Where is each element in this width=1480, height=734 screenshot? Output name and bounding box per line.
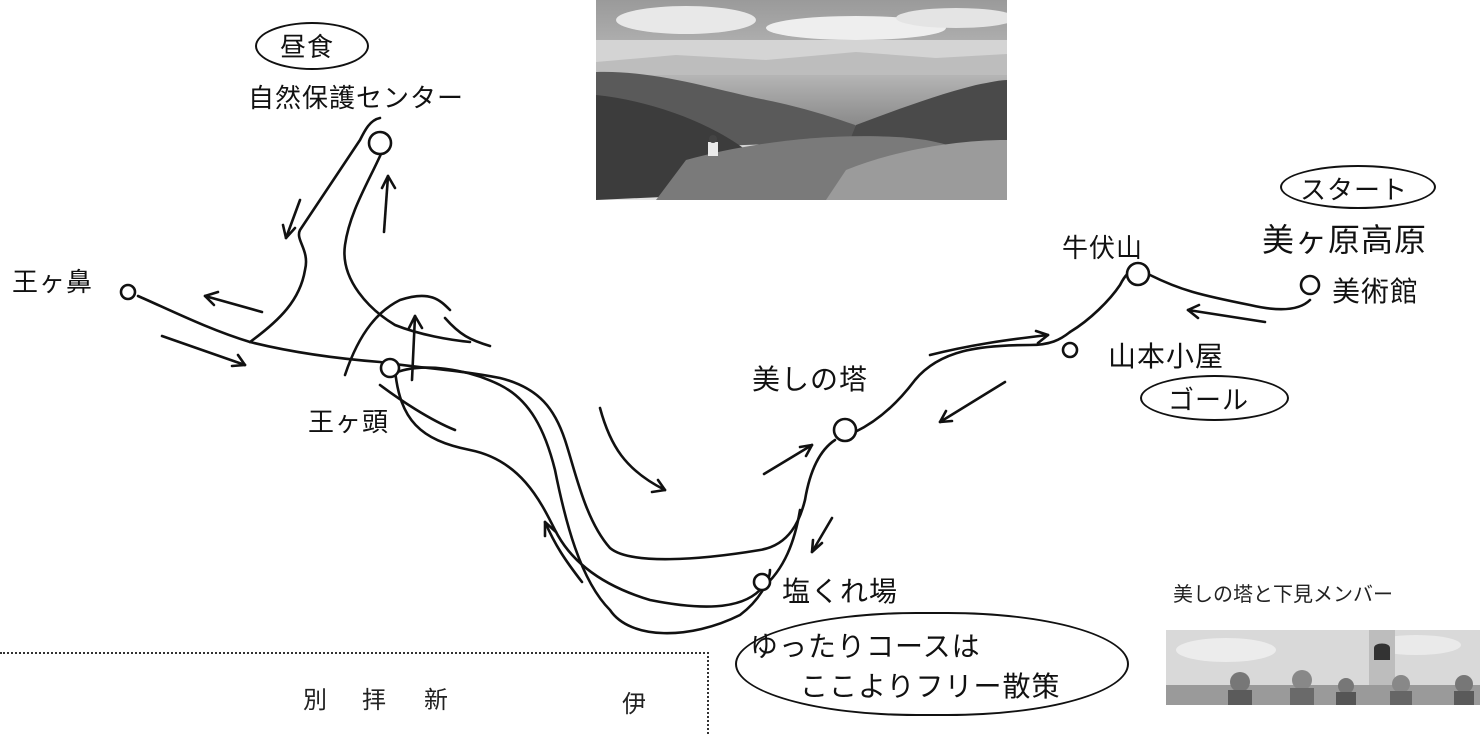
- trail-ushibuse-to-museum: [1148, 273, 1312, 311]
- notice-char-1: 別: [303, 686, 327, 714]
- shiokureba-label: 塩くれ場: [782, 575, 899, 608]
- ougatou-label: 王ヶ頭: [308, 408, 390, 438]
- trail-ougatou-branch: [343, 294, 452, 377]
- arrow-7: [598, 406, 667, 492]
- goal-bubble: [1140, 375, 1289, 421]
- notice-box: [0, 652, 709, 734]
- node-ougahana: [119, 283, 137, 301]
- arrow-5: [410, 314, 417, 382]
- lunch-tag: 昼食: [280, 33, 335, 63]
- arrow-8: [543, 520, 584, 584]
- arrow-4: [160, 334, 247, 367]
- ushibuse-label: 牛伏山: [1062, 234, 1144, 264]
- trail-lower-loop: [388, 366, 772, 635]
- arrow-10: [810, 516, 834, 554]
- arrow-2: [382, 174, 390, 234]
- start-place-label: 美ヶ原高原: [1262, 221, 1428, 259]
- easy-course-line2: ここよりフリー散策: [800, 670, 1061, 703]
- arrow-1: [284, 198, 302, 240]
- nature-center-label: 自然保護センター: [248, 84, 465, 114]
- node-utsukushi-tower: [832, 417, 858, 443]
- notice-char-4: 伊: [622, 690, 646, 718]
- trail-ougatou-lower: [378, 383, 457, 432]
- landscape-photo: [596, 0, 1007, 200]
- notice-char-2: 拝: [362, 686, 386, 714]
- arrow-3: [203, 294, 264, 314]
- start-bubble: [1280, 165, 1436, 209]
- node-museum: [1299, 274, 1321, 296]
- yamamoto-hut-label: 山本小屋: [1108, 340, 1225, 373]
- node-ushibuse: [1125, 261, 1151, 287]
- utsukushi-tower-label: 美しの塔: [752, 363, 869, 396]
- arrow-11: [928, 333, 1050, 357]
- node-shiokureba: [752, 572, 772, 592]
- easy-course-line1: ゆったりコースは: [750, 630, 981, 663]
- trail-tower-to-hut: [853, 330, 1072, 434]
- member-photo-image: [1166, 630, 1480, 705]
- node-yamamoto-hut: [1061, 341, 1079, 359]
- member-photo: [1166, 630, 1480, 705]
- ougahana-label: 王ヶ鼻: [12, 268, 94, 298]
- arrow-6: [443, 316, 492, 348]
- node-ougatou: [379, 357, 401, 379]
- trail-main: [136, 294, 837, 561]
- arrow-9: [762, 443, 814, 476]
- member-photo-caption: 美しの塔と下見メンバー: [1173, 582, 1393, 606]
- trail-to-center: [248, 116, 382, 344]
- arrow-12: [938, 380, 1007, 424]
- museum-label: 美術館: [1332, 275, 1420, 308]
- start-tag: スタート: [1300, 176, 1409, 206]
- lunch-bubble: [255, 22, 369, 70]
- landscape-photo-image: [596, 0, 1007, 200]
- trail-center-return: [343, 143, 472, 344]
- trail-lower-inner: [393, 368, 802, 608]
- arrow-13: [1186, 308, 1267, 324]
- route-map: [119, 116, 1321, 635]
- node-nature-center: [367, 130, 393, 156]
- notice-char-3: 新: [424, 686, 448, 714]
- goal-tag: ゴール: [1168, 386, 1250, 416]
